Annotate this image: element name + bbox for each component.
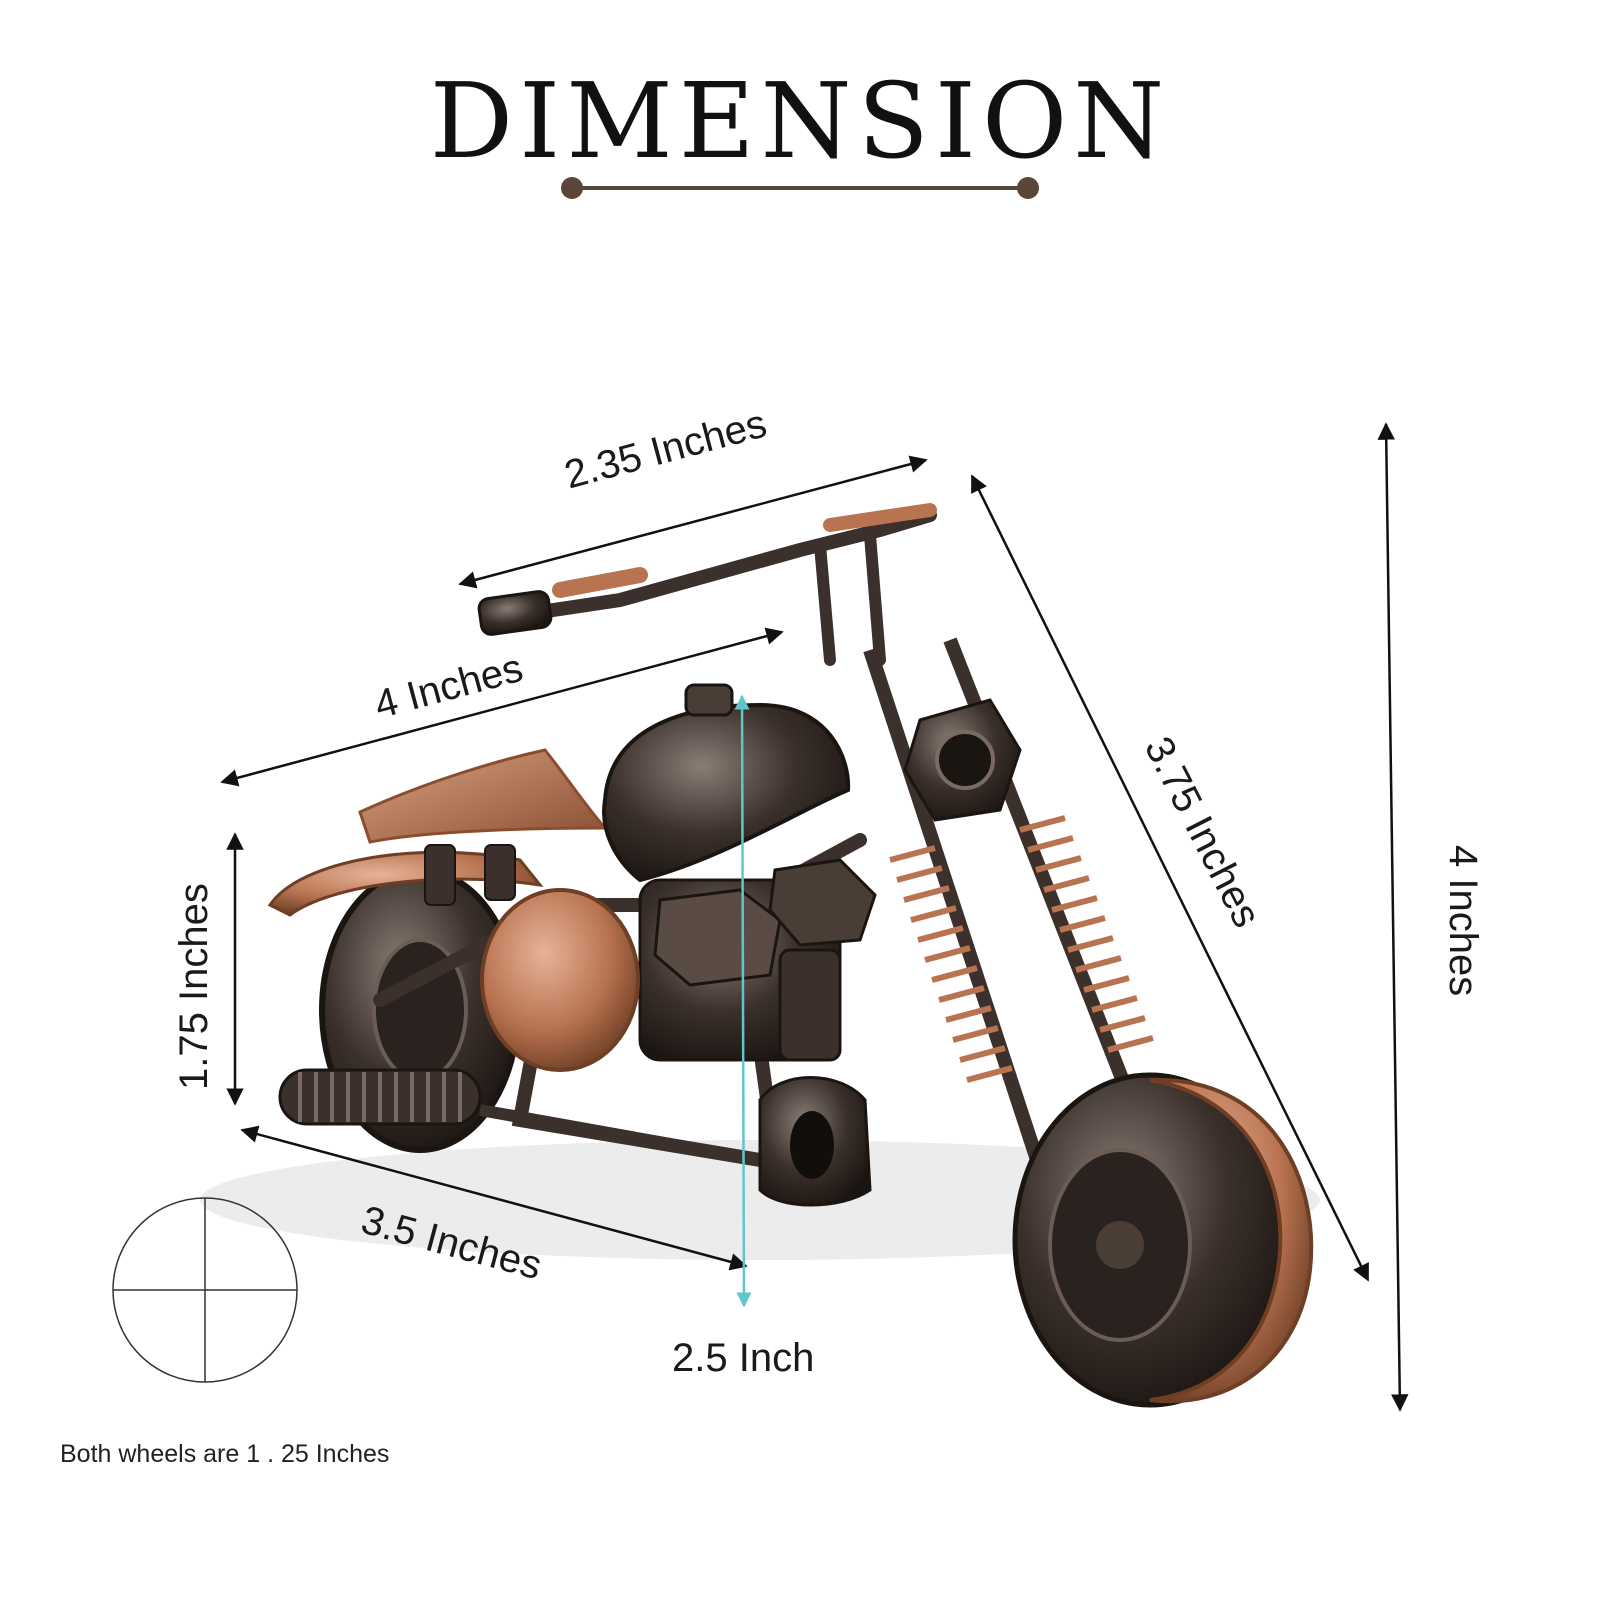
arrow-base-length — [240, 1125, 748, 1271]
label-rear-height: 1.75 Inches — [172, 883, 216, 1090]
arrow-handlebar-width — [458, 455, 928, 589]
dimension-arrows — [220, 422, 1409, 1412]
wheel-size-diagram — [112, 1197, 298, 1383]
engine — [638, 858, 877, 1062]
arrow-total-height — [1377, 422, 1409, 1412]
gas-tank — [602, 702, 851, 883]
handlebars — [513, 503, 937, 666]
front-wheel — [1012, 1072, 1314, 1408]
label-center-height: 2.5 Inch — [672, 1336, 815, 1380]
fuel-cap — [684, 683, 734, 717]
exhaust-pipe — [278, 1068, 762, 1166]
motorcycle-model — [267, 503, 1314, 1408]
title-divider — [561, 177, 1039, 199]
rear-fender — [267, 850, 544, 917]
label-total-height: 4 Inches — [1441, 845, 1485, 997]
seat — [358, 748, 609, 844]
arrow-fork-length — [970, 474, 1370, 1282]
page-title: DIMENSION — [429, 60, 1171, 182]
arrow-center-height — [734, 694, 752, 1308]
arrow-top-length — [220, 627, 784, 787]
engine-cover — [480, 888, 640, 1072]
left-grip — [477, 590, 553, 636]
wheel-size-caption: Both wheels are 1 . 25 Inches — [60, 1440, 390, 1468]
